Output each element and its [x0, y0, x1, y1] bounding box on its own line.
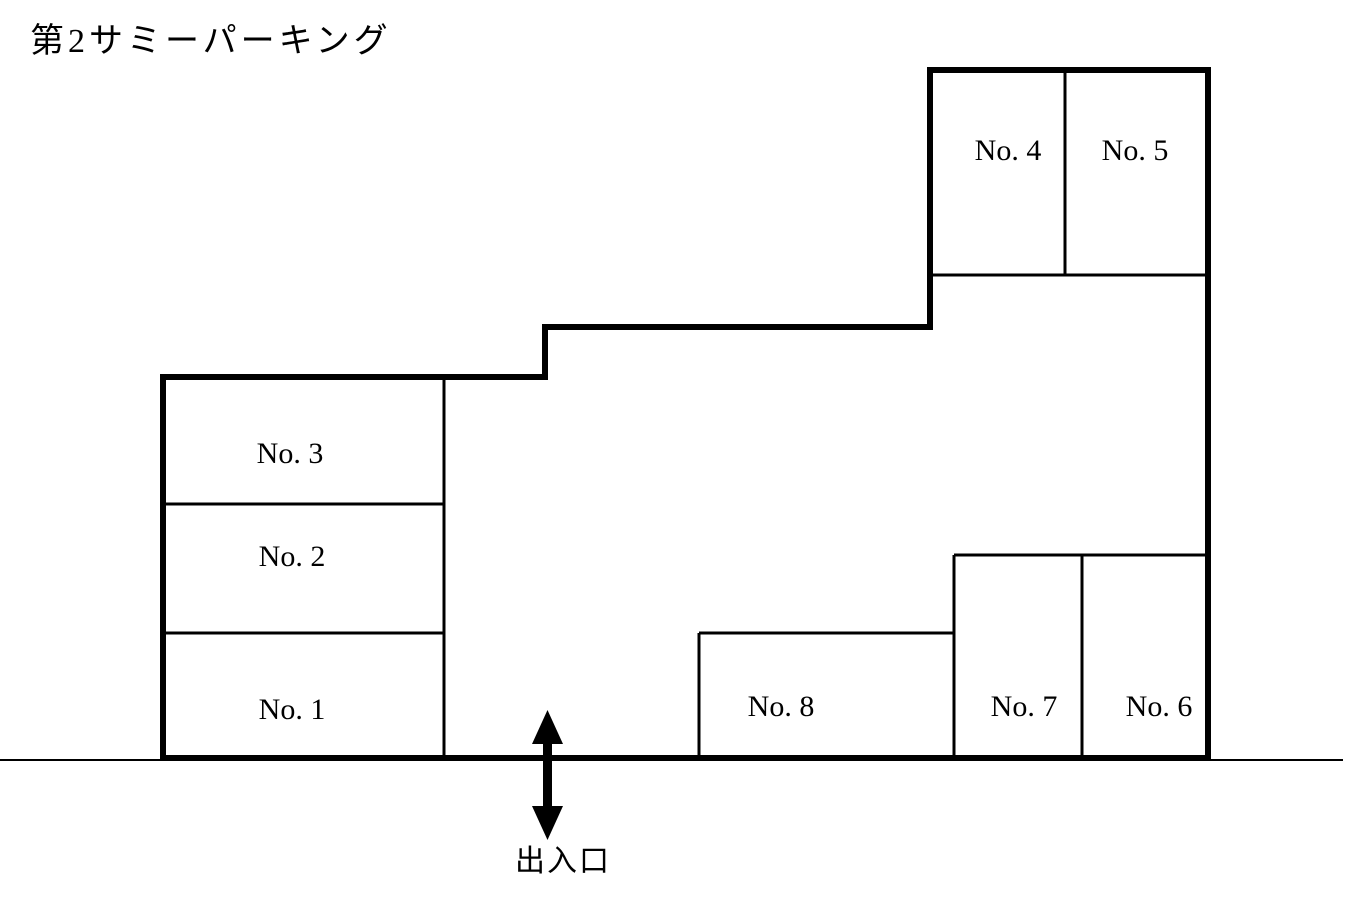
entrance-arrow-icon [532, 710, 563, 840]
stall-label-no-2: No. 2 [258, 540, 326, 573]
stall-label-no-7: No. 7 [990, 690, 1058, 723]
stall-label-no-3: No. 3 [256, 437, 324, 470]
page-title: 第2サミーパーキング [30, 23, 392, 60]
stall-label-no-8: No. 8 [747, 690, 815, 723]
stall-label-no-1: No. 1 [258, 693, 326, 726]
entrance-arrow-head-down [532, 806, 563, 840]
parking-lot-boundary [160, 67, 1211, 761]
entrance-label: 出入口 [515, 845, 611, 878]
entrance-arrow-head-up [532, 710, 563, 744]
entrance-arrow-shaft [543, 738, 552, 808]
stall-label-no-5: No. 5 [1101, 134, 1169, 167]
stall-label-no-4: No. 4 [974, 134, 1042, 167]
stall-label-no-6: No. 6 [1125, 690, 1193, 723]
